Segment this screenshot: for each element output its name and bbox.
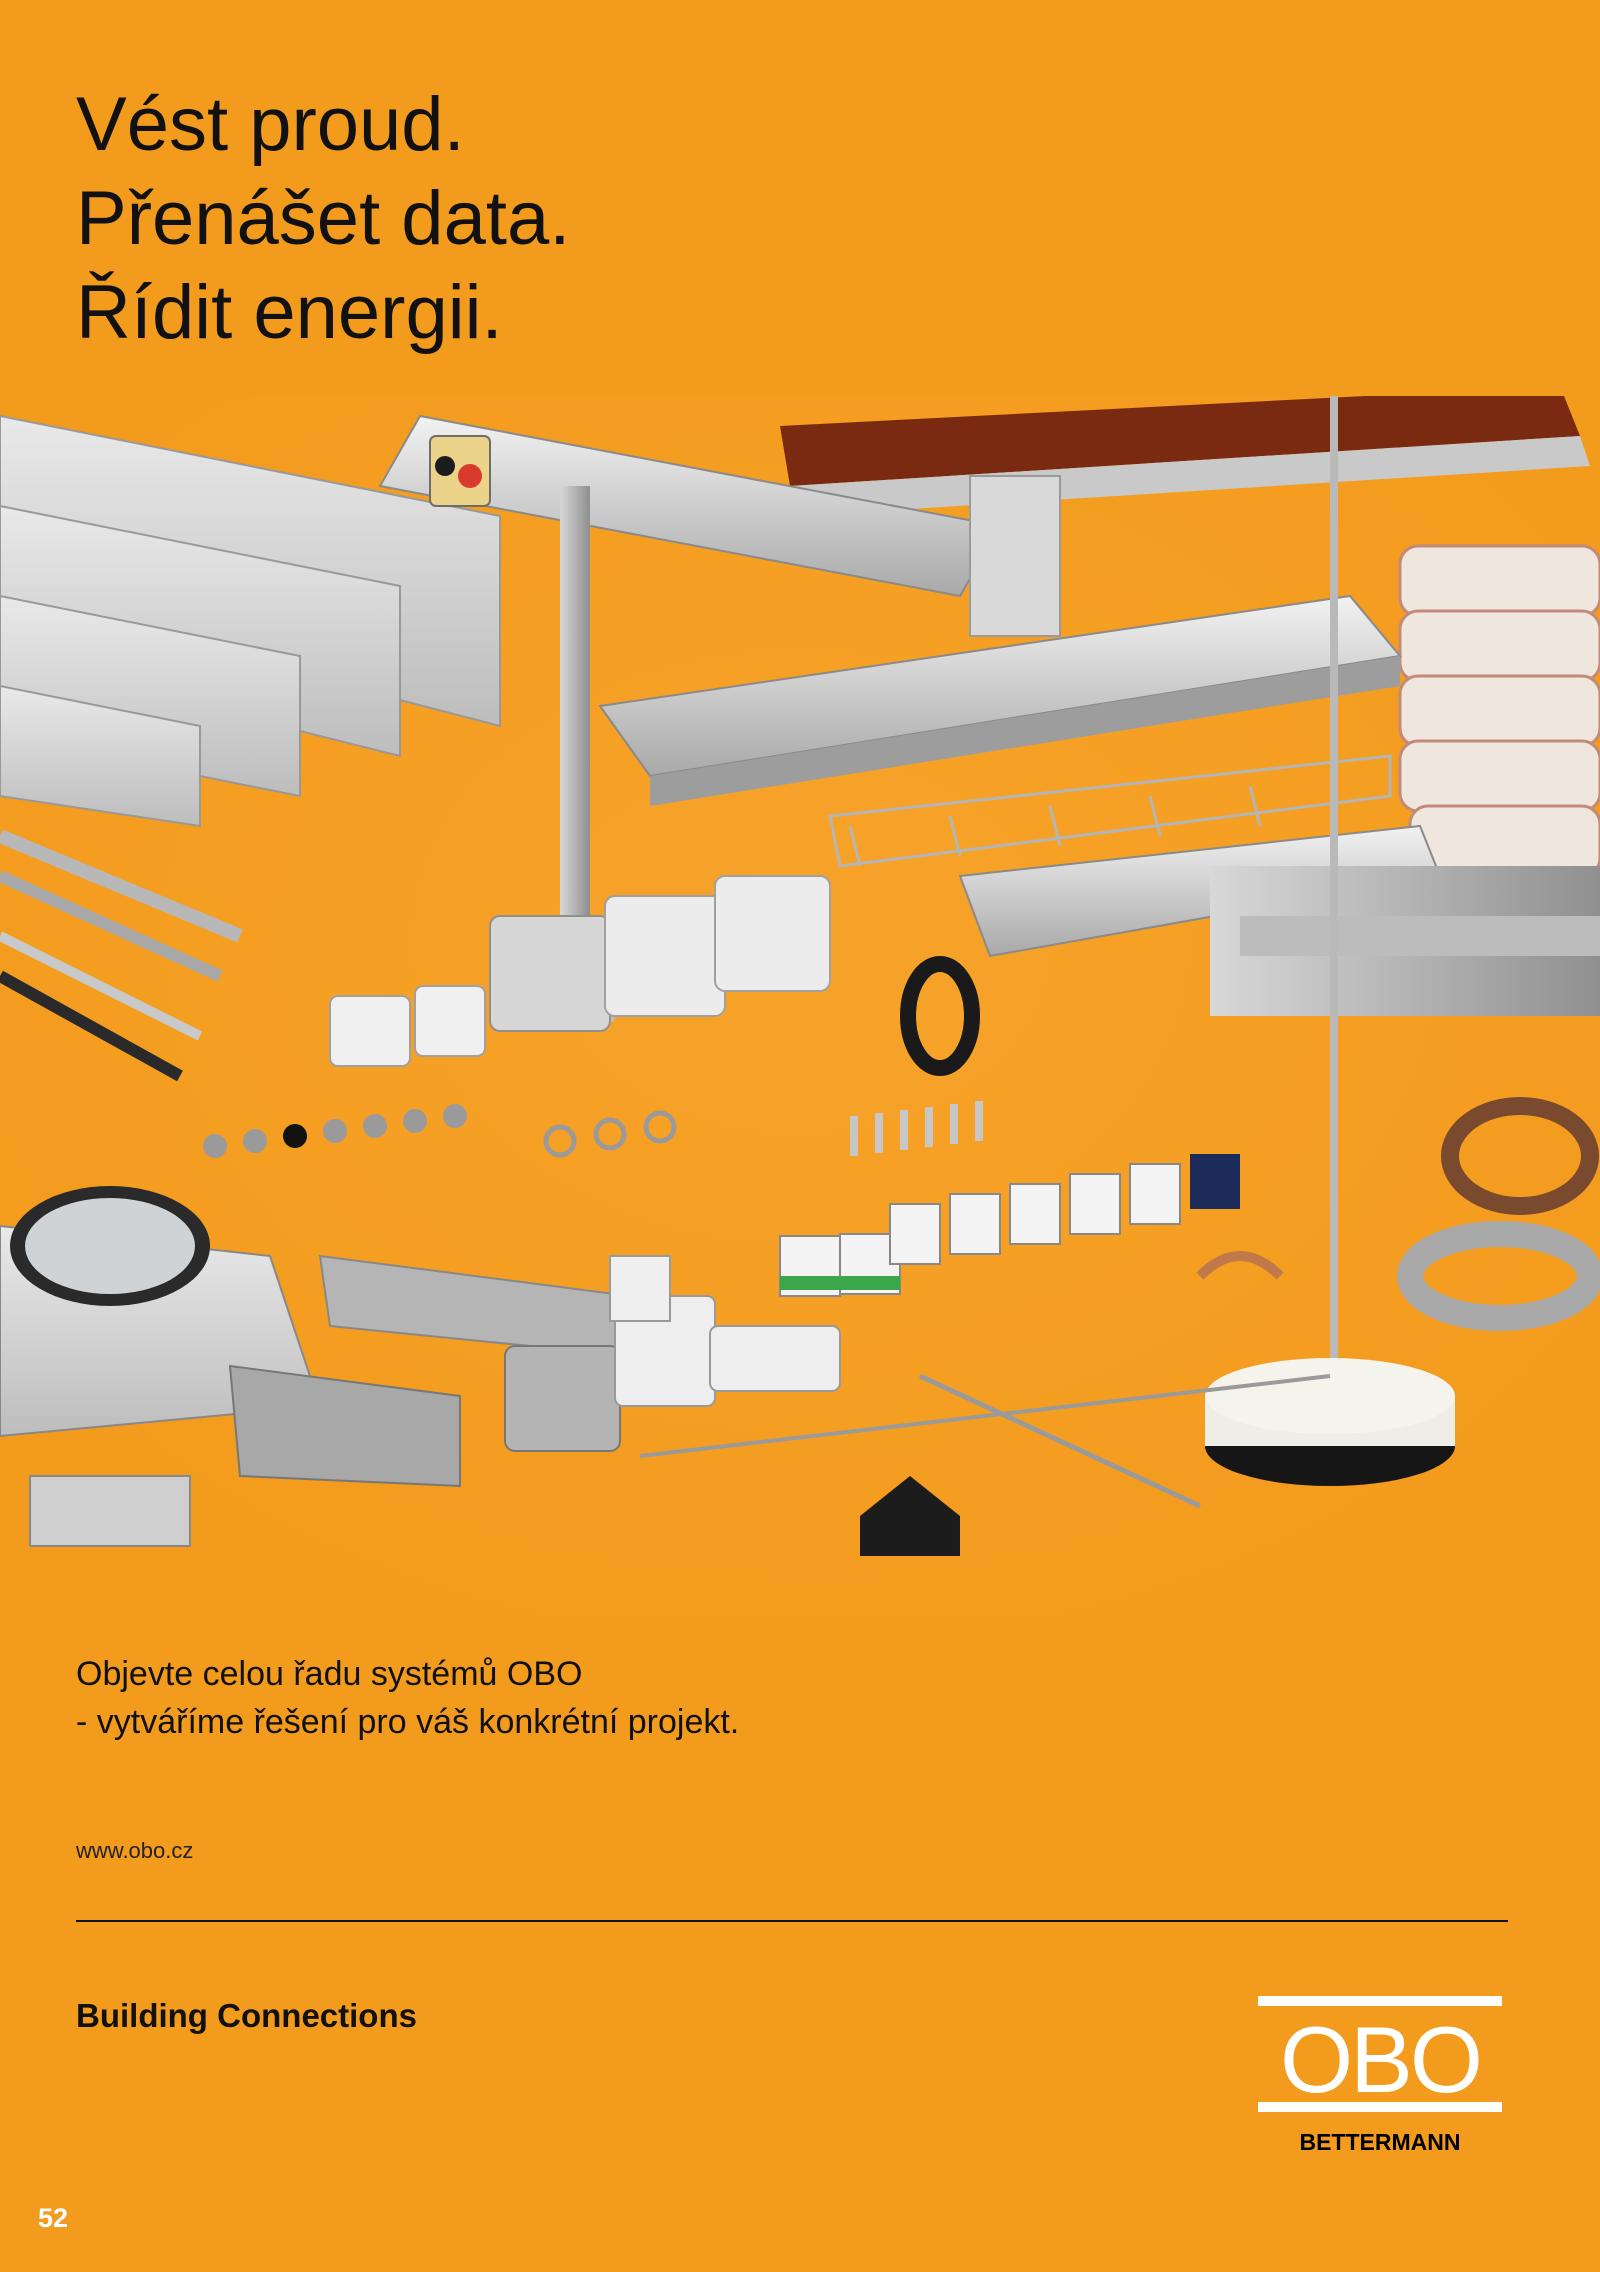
website-link[interactable]: www.obo.cz xyxy=(76,1838,194,1863)
page-number: 52 xyxy=(38,2203,69,2233)
fixings xyxy=(203,1101,983,1158)
floor-box xyxy=(0,1186,841,1547)
trunking-systems xyxy=(0,414,501,1082)
divider-line xyxy=(76,1920,1508,1922)
lightning-protection xyxy=(639,396,1600,1556)
headline-line-1: Vést proud. xyxy=(76,82,465,167)
obo-bettermann-logo: OBO BETTERMANN xyxy=(1258,1996,1502,2155)
tagline: Objevte celou řadu systémů OBO - vytváří… xyxy=(76,1650,739,1746)
surge-protection-devices xyxy=(779,1154,1240,1297)
junction-boxes xyxy=(329,875,831,1067)
headline-line-3: Řídit energii. xyxy=(76,270,503,355)
product-range-illustration xyxy=(0,396,1600,1616)
headline: Vést proud. Přenášet data. Řídit energii… xyxy=(76,78,570,360)
brand-claim: Building Connections xyxy=(76,1997,417,2034)
logo-sub: BETTERMANN xyxy=(1300,2129,1461,2155)
cable-trays xyxy=(378,414,1600,1016)
fire-barrier-bags xyxy=(1398,544,1600,878)
tagline-line-1: Objevte celou řadu systémů OBO xyxy=(76,1655,583,1693)
tagline-line-2: - vytváříme řešení pro váš konkrétní pro… xyxy=(76,1703,740,1741)
headline-line-2: Přenášet data. xyxy=(76,176,571,261)
logo-word: OBO xyxy=(1280,2007,1480,2112)
